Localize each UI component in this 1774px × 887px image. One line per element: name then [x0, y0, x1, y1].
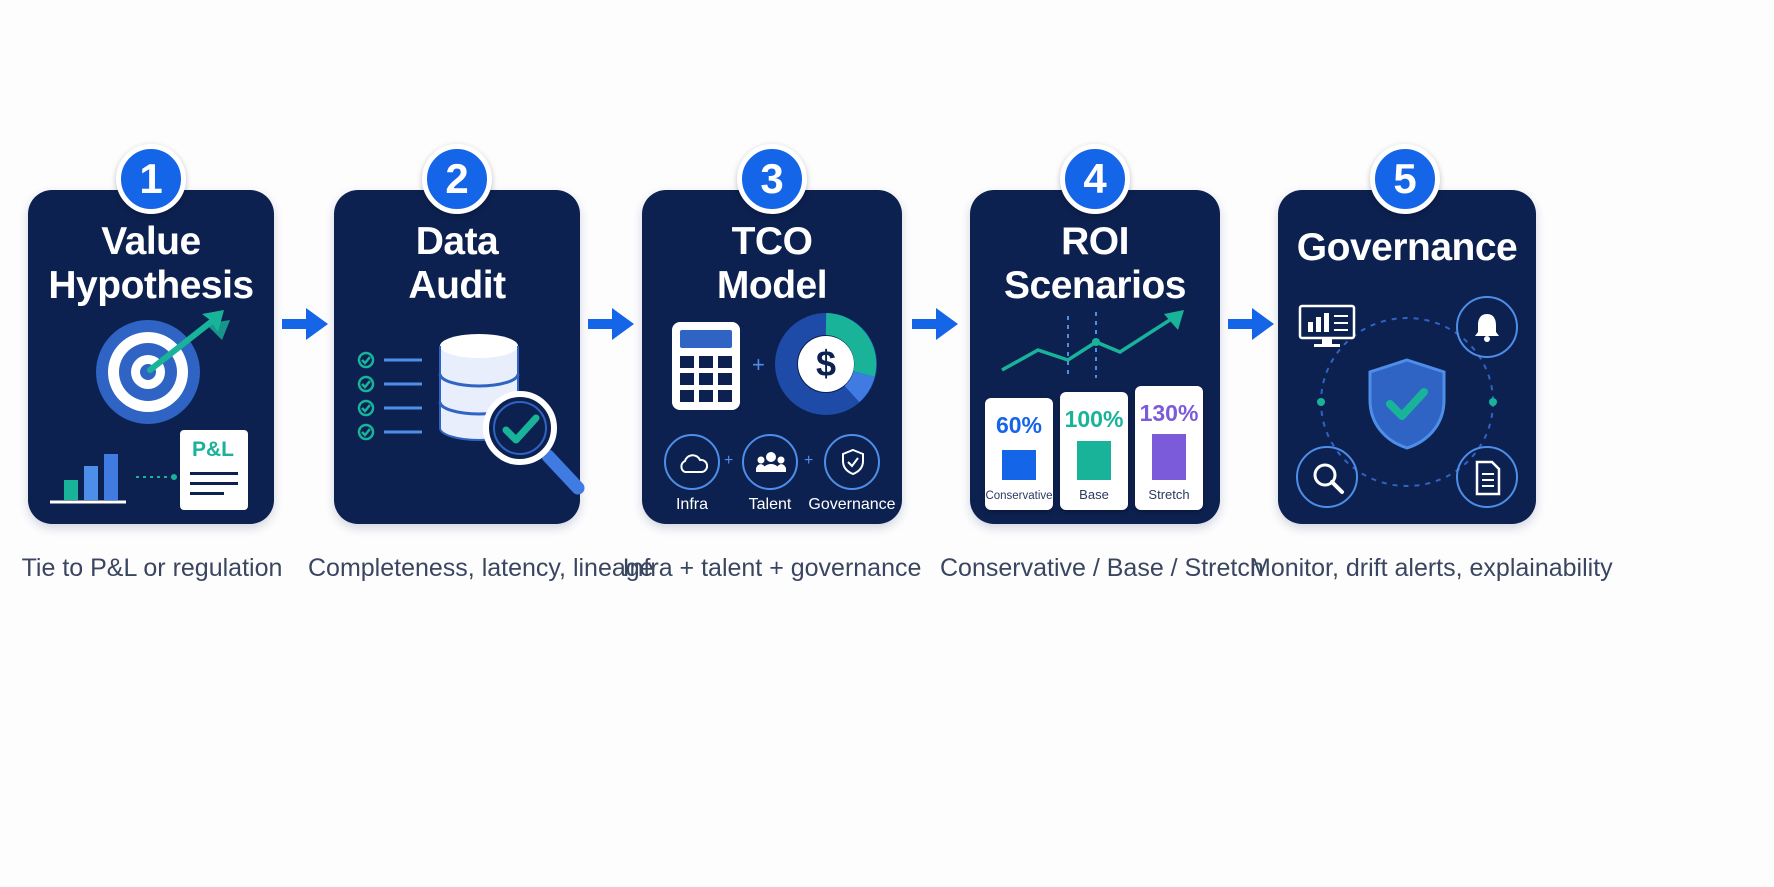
scenario-bar	[1077, 441, 1111, 480]
step-caption: Infra + talent + governance	[622, 554, 922, 582]
step-title: ROI Scenarios	[970, 220, 1220, 308]
step-number-badge: 4	[1060, 144, 1130, 214]
step-title: Data Audit	[334, 220, 580, 308]
magnifier-check-icon	[483, 391, 585, 495]
shield-icon	[842, 448, 864, 476]
calculator-icon	[672, 322, 740, 410]
pl-label: P&L	[192, 438, 234, 461]
step-caption: Monitor, drift alerts, explainability	[1250, 554, 1613, 582]
step-title: Value Hypothesis	[28, 220, 274, 308]
step-caption: Conservative / Base / Stretch	[940, 554, 1264, 582]
component-label: Infra	[675, 496, 708, 513]
scenario-percent: 60%	[995, 412, 1043, 438]
title-line: Scenarios	[1004, 264, 1186, 307]
flow-arrow-icon	[1228, 308, 1274, 340]
title-line: Model	[716, 264, 828, 307]
trend-line-icon	[1001, 310, 1184, 378]
scenario-label: Base	[1079, 487, 1109, 502]
step-number-badge: 1	[116, 144, 186, 214]
step-caption: Tie to P&L or regulation	[21, 554, 283, 582]
title-line: Data	[415, 220, 499, 263]
bell-icon	[1456, 296, 1518, 358]
plus-sign: +	[724, 452, 734, 469]
step-card: Governance	[1278, 190, 1536, 524]
component-governance	[824, 434, 880, 490]
monitor-icon	[1298, 304, 1356, 347]
dollar-icon: $	[815, 343, 837, 384]
step-caption: Completeness, latency, lineage	[308, 554, 654, 582]
scenario-bar	[1152, 434, 1186, 480]
step-card: Value Hypothesis P&L	[28, 190, 274, 524]
people-icon	[756, 452, 786, 472]
dotted-connector	[136, 474, 177, 480]
document-icon	[1456, 446, 1518, 508]
flow-arrow-icon	[912, 308, 958, 340]
component-infra	[664, 434, 720, 490]
title-line: TCO	[731, 220, 813, 263]
title-line: Audit	[408, 264, 506, 307]
step-card: Data Audit	[334, 190, 585, 524]
scenario-card-conservative: 60% Conservative	[985, 398, 1053, 510]
component-label: Governance	[808, 496, 896, 513]
scenario-percent: 100%	[1064, 406, 1124, 432]
checklist-icon	[357, 351, 422, 441]
scenario-card-base: 100% Base	[1060, 392, 1128, 510]
component-label: Talent	[748, 496, 792, 513]
title-line: Hypothesis	[48, 264, 254, 307]
plus-sign: +	[752, 352, 765, 377]
scenario-label: Stretch	[1148, 487, 1190, 502]
step-number-badge: 2	[422, 144, 492, 214]
cloud-icon	[680, 454, 708, 473]
step-number-badge: 3	[737, 144, 807, 214]
search-icon	[1296, 446, 1358, 508]
shield-check-icon	[1368, 358, 1446, 450]
orbit-ring	[1317, 317, 1497, 487]
bar-chart-icon	[50, 454, 126, 504]
document-icon: P&L	[180, 430, 248, 510]
component-talent	[742, 434, 798, 490]
plus-sign: +	[804, 452, 814, 469]
scenario-percent: 130%	[1139, 400, 1199, 426]
target-icon	[96, 310, 230, 424]
scenario-card-stretch: 130% Stretch	[1135, 386, 1203, 510]
title-line: ROI	[1061, 220, 1129, 263]
step-title: TCO Model	[642, 220, 902, 308]
step-title: Governance	[1296, 226, 1518, 269]
step-card: ROI Scenarios 60% Conservative 100% Base…	[970, 190, 1220, 524]
flow-arrow-icon	[282, 308, 328, 340]
step-number-badge: 5	[1370, 144, 1440, 214]
step-card: TCO Model + $ +	[642, 190, 902, 524]
scenario-bar	[1002, 450, 1036, 480]
scenario-label: Conservative	[985, 490, 1053, 502]
flow-arrow-icon	[588, 308, 634, 340]
donut-chart-icon	[775, 313, 877, 415]
title-line: Value	[101, 220, 201, 263]
